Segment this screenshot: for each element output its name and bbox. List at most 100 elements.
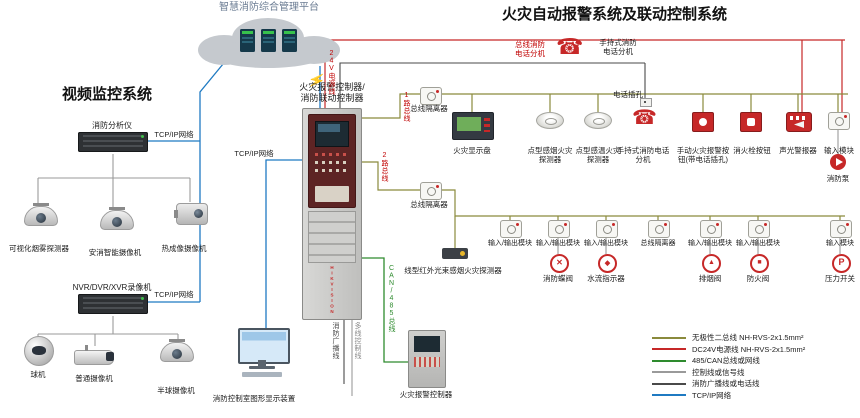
- manual-call-point-icon: [692, 112, 714, 132]
- wire-can-slave: [360, 257, 408, 363]
- fire-phone-icon: [556, 36, 583, 58]
- beam-detector-label: 线型红外光束感烟火灾探测器: [404, 266, 502, 275]
- platform-title: 智慧消防综合管理平台: [219, 2, 319, 13]
- io-module-label: 输入/输出模块: [488, 240, 532, 247]
- legend-line-sample: [652, 371, 686, 374]
- smoke-exhaust-valve-label: 排烟阀: [698, 274, 722, 283]
- visual-smoke-camera-icon: [24, 203, 58, 226]
- heat-detector-icon: [584, 112, 612, 129]
- wire-loop2-trunk: [438, 189, 845, 217]
- phone-broadcast-wires: [339, 62, 646, 384]
- wire-controller-display: [265, 159, 302, 336]
- io-module-icon: [700, 220, 722, 238]
- tcpip-wires: [148, 57, 321, 336]
- monitor-base-icon: [249, 366, 275, 369]
- analyzer-label: 消防分析仪: [92, 121, 132, 130]
- smoke-detector-icon: [536, 112, 564, 129]
- hydrant-button-label: 消火栓按钮: [733, 146, 771, 155]
- fire-damper-icon: [750, 254, 769, 273]
- cloud-icon: [198, 18, 340, 68]
- sounder-strobe-label: 声光警报器: [779, 146, 817, 155]
- fire-damper-label: 防火阀: [746, 274, 770, 283]
- bus-label-broadcast: 消防广播线: [332, 322, 339, 360]
- legend-row: 消防广播线或电话线: [652, 378, 858, 390]
- keyboard-icon: [242, 372, 282, 377]
- bus-isolator-label: 总线隔离器: [410, 200, 448, 209]
- legend-line-sample: [652, 382, 686, 385]
- legend-label: 消防广播线或电话线: [692, 379, 760, 389]
- bus-label-multiline: 多线控制线: [354, 322, 361, 360]
- legend-label: 无极性二总线 NH-RVS-2x1.5mm²: [692, 333, 804, 343]
- fire-pump-icon: [830, 154, 846, 170]
- beam-detector-icon: [442, 248, 468, 259]
- water-flow-indicator-icon: [598, 254, 617, 273]
- input-module-label: 输入模块: [824, 146, 854, 155]
- io-module-label: 输入/输出模块: [536, 240, 580, 247]
- butterfly-valve-label: 消防蝶阀: [543, 274, 573, 283]
- controller-label-line2: 消防联动控制器: [300, 93, 364, 104]
- controller-label: 火灾报警控制器/ 消防联动控制器: [282, 82, 382, 105]
- wire-loop2-out: [360, 161, 420, 191]
- legend-line-sample: [652, 348, 686, 351]
- brand-logo: HIKVISION: [329, 265, 335, 315]
- pressure-switch-icon: [832, 254, 851, 273]
- bus-isolator-icon: [420, 87, 442, 105]
- io-module-icon: [748, 220, 770, 238]
- ball-camera-icon: [24, 336, 54, 366]
- wire-phone-trunk: [339, 62, 645, 108]
- phone-extension-label: 手持式消防电话分机: [616, 146, 670, 165]
- visual-smoke-camera-label: 可视化烟雾探测器: [9, 244, 69, 253]
- fire-system-title: 火灾自动报警系统及联动控制系统: [502, 6, 728, 23]
- bus-isolator-label: 总线隔离器: [640, 240, 676, 247]
- smoke-exhaust-valve-icon: [702, 254, 721, 273]
- graphic-display-label: 消防控制室图形显示装置: [212, 394, 296, 403]
- bus-phone-label: 总线消防电话分机: [515, 40, 545, 59]
- legend-row: 485/CAN总线或网线: [652, 355, 858, 367]
- bullet-camera-icon: [74, 345, 114, 365]
- legend-label: 485/CAN总线或网线: [692, 356, 760, 366]
- controller-slots: [308, 211, 356, 263]
- fire-analyzer-icon: [78, 132, 148, 152]
- io-module-icon: [500, 220, 522, 238]
- ball-camera-label: 球机: [30, 370, 46, 379]
- controller-indicator-leds: [315, 153, 349, 173]
- thermal-camera-label: 热成像摄像机: [161, 244, 207, 253]
- wire-loop1-out: [360, 93, 420, 119]
- fire-display-panel-icon: [452, 112, 494, 140]
- io-module-icon: [548, 220, 570, 238]
- thermal-camera-icon: [174, 203, 208, 225]
- bus-isolator-icon: [648, 220, 670, 238]
- butterfly-valve-icon: [550, 254, 569, 273]
- legend-line-sample: [652, 394, 686, 397]
- controller-keypad: [315, 186, 349, 202]
- smoke-detector-label: 点型感烟火灾探测器: [527, 146, 573, 165]
- io-module-label: 输入/输出模块: [584, 240, 628, 247]
- legend-label: DC24V电源线 NH-RVS-2x1.5mm²: [692, 344, 806, 354]
- slave-controller-cabinet: [408, 330, 446, 388]
- bus-isolator-icon: [420, 182, 442, 200]
- input-module-icon: [830, 220, 852, 238]
- handheld-phone-label: 手持式消防电话分机: [599, 38, 637, 57]
- controller-panel: [308, 114, 356, 208]
- phone-extension-icon: [632, 108, 657, 128]
- bullet-camera-label: 普通摄像机: [75, 374, 113, 383]
- main-controller-cabinet: HIKVISION: [302, 108, 362, 320]
- legend-row: TCP/IP网络: [652, 390, 858, 402]
- cloud-servers-icon: [240, 29, 297, 52]
- hydrant-button-icon: [740, 112, 762, 132]
- tcpip-label: TCP/IP网络: [234, 149, 274, 158]
- monitor-stand-icon: [258, 360, 266, 366]
- water-flow-indicator-label: 水流指示器: [587, 274, 625, 283]
- legend-row: 无极性二总线 NH-RVS-2x1.5mm²: [652, 332, 858, 344]
- legend-line-sample: [652, 336, 686, 339]
- heat-detector-label: 点型感温火灾探测器: [575, 146, 621, 165]
- legend-label: TCP/IP网络: [692, 390, 732, 400]
- legend-row: 控制线或信号线: [652, 367, 858, 379]
- fire-display-panel-label: 火灾显示盘: [453, 146, 491, 155]
- smart-camera-label: 安消智能摄像机: [88, 248, 142, 257]
- smart-camera-icon: [100, 207, 134, 230]
- fire-pump-label: 消防泵: [826, 174, 850, 183]
- manual-call-point-label: 手动火灾报警按钮(带电话插孔): [676, 146, 730, 165]
- legend-line-sample: [652, 359, 686, 362]
